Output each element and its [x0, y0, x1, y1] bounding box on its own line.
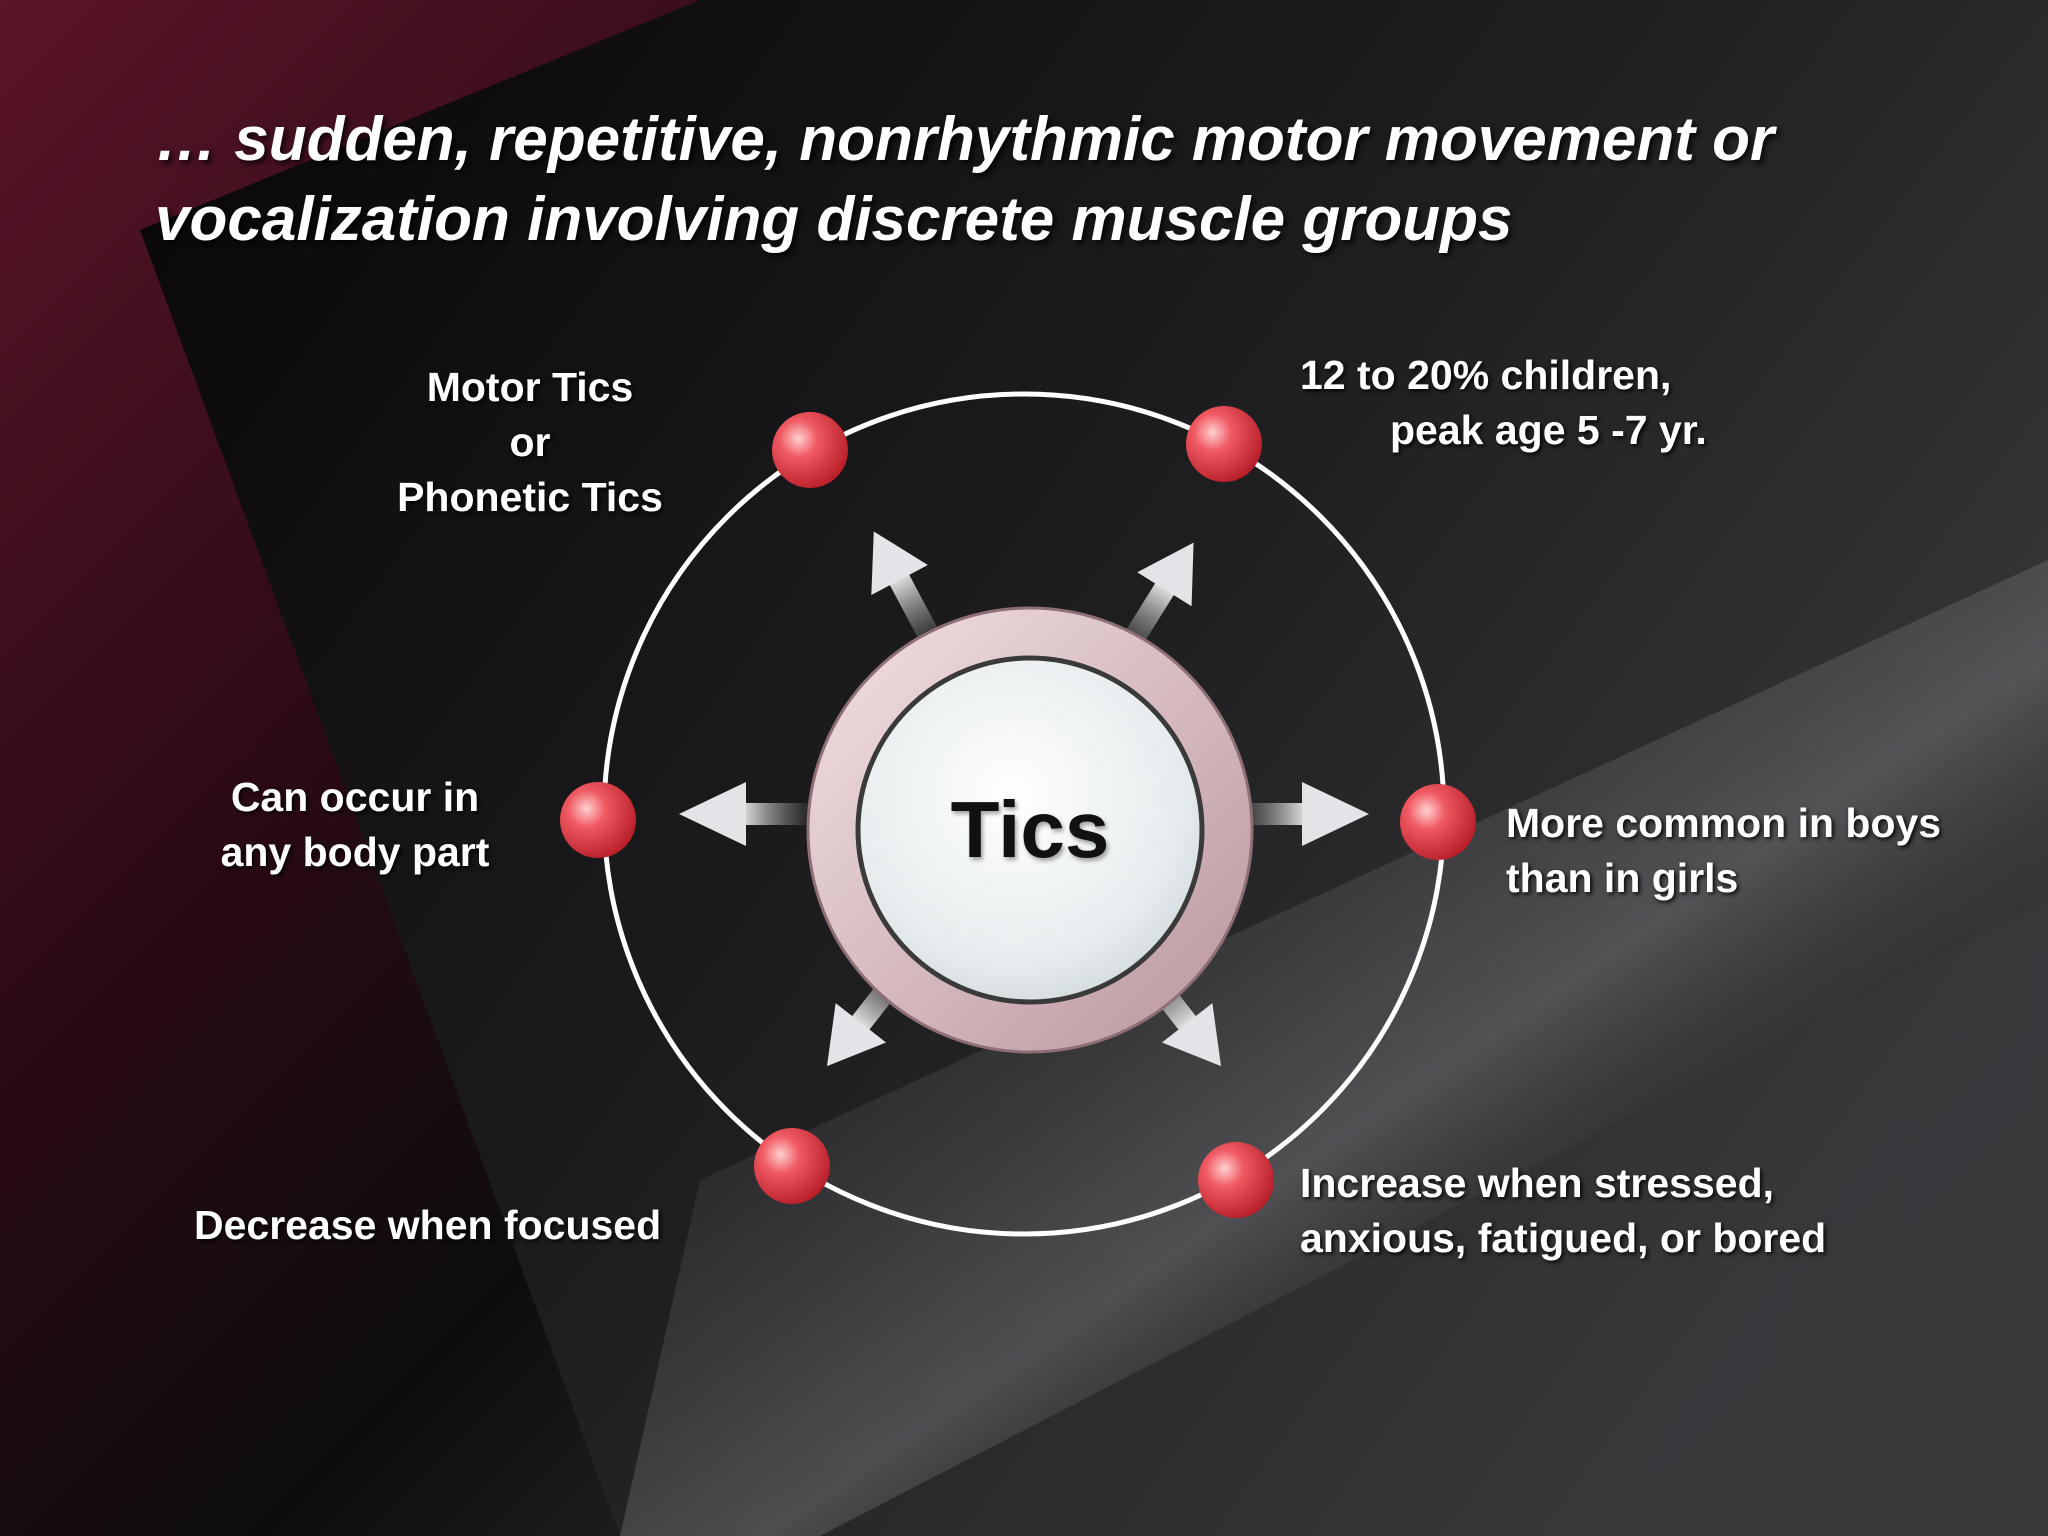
slide-title: … sudden, repetitive, nonrhythmic motor …	[155, 100, 1975, 260]
label-prevalence: 12 to 20% children, peak age 5 -7 yr.	[1300, 348, 1707, 458]
label-motor-line-1: Motor Tics	[426, 364, 634, 410]
center-label: Tics	[950, 785, 1110, 874]
label-prevalence-line-2: peak age 5 -7 yr.	[1390, 407, 1707, 453]
arrow-boys	[1238, 782, 1369, 846]
label-focused: Decrease when focused	[194, 1198, 661, 1253]
node-focused	[754, 1128, 830, 1204]
label-body-part: Can occur in any body part	[200, 770, 510, 880]
label-motor-line-2: or	[509, 419, 551, 465]
label-stressed-line-2: anxious, fatigued, or bored	[1300, 1215, 1827, 1261]
label-boys-line-2: than in girls	[1506, 855, 1739, 901]
label-boys: More common in boys than in girls	[1506, 796, 1941, 906]
light-sheen	[620, 560, 2048, 1536]
label-focused-line-1: Decrease when focused	[194, 1202, 662, 1248]
label-body-part-line-1: Can occur in	[230, 774, 480, 820]
node-boys	[1400, 784, 1476, 860]
label-prevalence-line-1: 12 to 20% children,	[1300, 352, 1672, 398]
arrow-body-part	[679, 782, 810, 846]
title-line-2: vocalization involving discrete muscle g…	[155, 185, 1513, 254]
label-motor-tics: Motor Tics or Phonetic Tics	[360, 360, 700, 525]
node-motor	[772, 412, 848, 488]
title-line-1: … sudden, repetitive, nonrhythmic motor …	[155, 105, 1775, 174]
center-button	[855, 655, 1205, 1005]
label-stressed: Increase when stressed, anxious, fatigue…	[1300, 1156, 1826, 1266]
label-stressed-line-1: Increase when stressed,	[1300, 1160, 1775, 1206]
node-body-part	[560, 782, 636, 858]
node-stressed	[1198, 1142, 1274, 1218]
node-prevalence	[1186, 406, 1262, 482]
label-motor-line-3: Phonetic Tics	[397, 474, 663, 520]
label-boys-line-1: More common in boys	[1506, 800, 1942, 846]
label-body-part-line-2: any body part	[220, 829, 490, 875]
